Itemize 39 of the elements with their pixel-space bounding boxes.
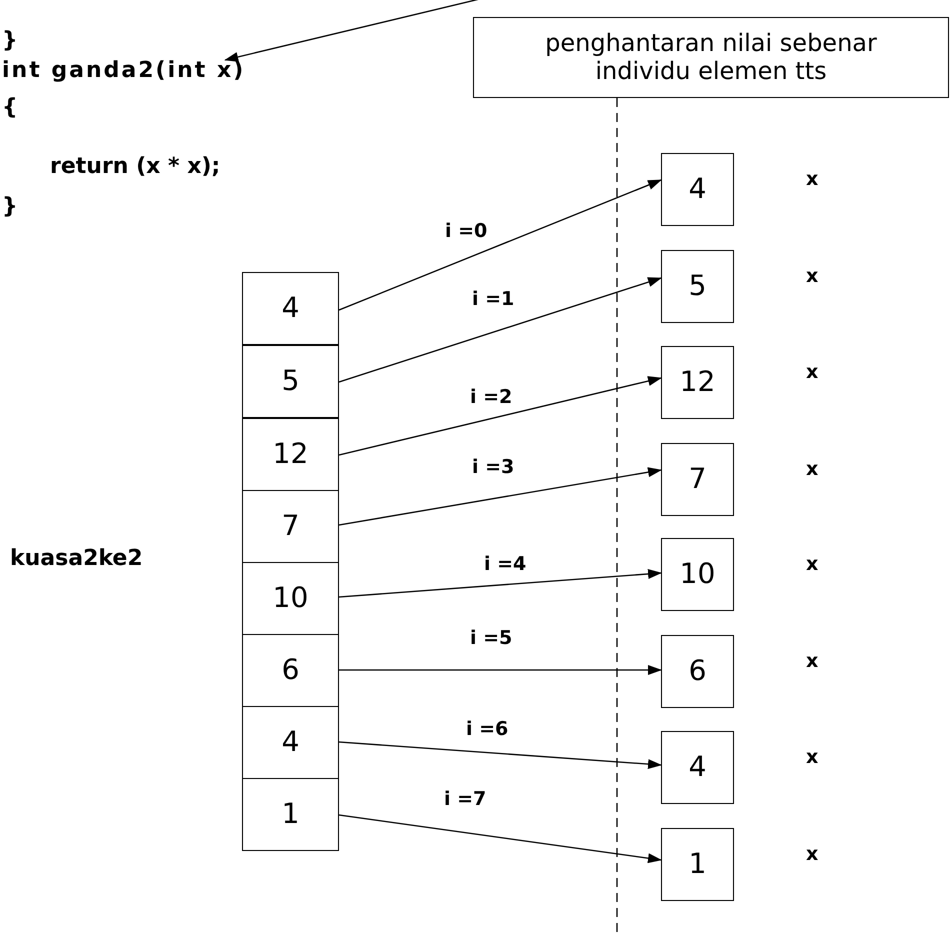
value-box: 7 — [661, 443, 734, 516]
value-box: 5 — [661, 250, 734, 323]
arrow — [338, 277, 662, 383]
array-cell: 4 — [242, 272, 339, 345]
arrow — [338, 741, 662, 770]
callout-box: penghantaran nilai sebenar individu elemen tts — [473, 17, 949, 98]
code-line: { — [2, 97, 18, 119]
arrow — [338, 814, 662, 864]
arrow — [338, 179, 662, 311]
variable-label: x — [806, 460, 818, 478]
array-cell: 10 — [242, 562, 339, 635]
arrow — [339, 665, 662, 675]
code-line: } — [2, 30, 18, 52]
value-box: 4 — [661, 731, 734, 804]
variable-label: x — [806, 554, 818, 574]
array-cell: 6 — [242, 634, 339, 707]
code-line: } — [2, 196, 18, 218]
value-box: 1 — [661, 828, 734, 901]
variable-label: x — [806, 266, 818, 286]
value-box: 10 — [661, 538, 734, 611]
array-name: kuasa2ke2 — [10, 548, 143, 570]
array-cell: 4 — [242, 706, 339, 779]
array-cell: 7 — [242, 490, 339, 563]
variable-label: x — [806, 652, 818, 670]
arrow — [338, 376, 662, 456]
variable-label: x — [806, 844, 818, 864]
variable-label: x — [806, 362, 818, 382]
arrow — [338, 568, 662, 598]
array-cell: 12 — [242, 418, 339, 491]
variable-label: x — [806, 748, 818, 766]
array-cell: 5 — [242, 345, 339, 418]
value-box: 4 — [661, 153, 734, 226]
array-cell: 1 — [242, 778, 339, 851]
value-box: 6 — [661, 635, 734, 708]
arrow — [338, 467, 662, 526]
value-box: 12 — [661, 346, 734, 419]
variable-label: x — [806, 170, 818, 188]
code-line: return (x * x); — [50, 156, 220, 178]
code-line: int ganda2(int x) — [2, 60, 246, 82]
